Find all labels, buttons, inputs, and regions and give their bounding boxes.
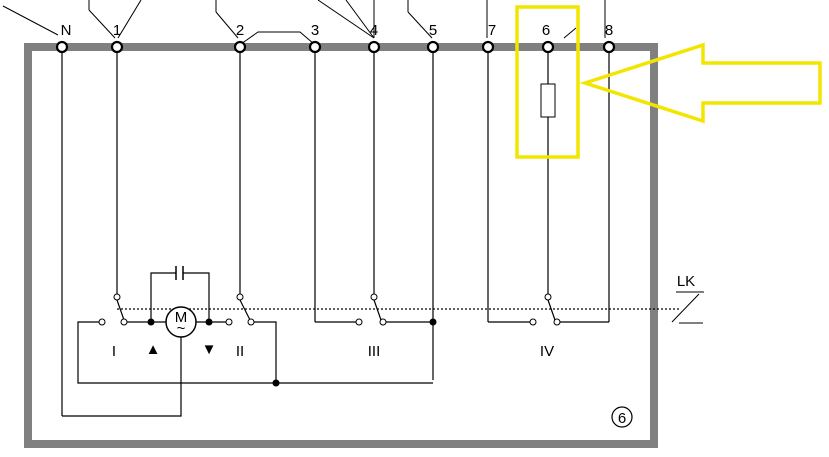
cable-leads bbox=[2, 0, 606, 39]
vertical-wires bbox=[61, 47, 610, 416]
terminal-label-N: N bbox=[61, 22, 72, 39]
lk-switch-symbol bbox=[671, 291, 704, 324]
motor-switch-group bbox=[62, 266, 437, 417]
terminal-label-5: 5 bbox=[429, 22, 437, 39]
fuse-symbol bbox=[540, 83, 556, 118]
switch-label-III: III bbox=[368, 343, 381, 360]
direction-up-arrow: ▲ bbox=[146, 341, 161, 358]
direction-down-arrow: ▼ bbox=[202, 341, 217, 358]
motor-symbol bbox=[165, 306, 197, 338]
highlight-box bbox=[515, 5, 580, 159]
switch-group-IV bbox=[488, 293, 609, 326]
terminal-label-6: 6 bbox=[542, 22, 550, 39]
terminal-label-8: 8 bbox=[605, 22, 613, 39]
switch-label-II: II bbox=[236, 343, 244, 360]
highlight-arrow bbox=[579, 42, 822, 124]
terminal-label-7: 7 bbox=[488, 22, 496, 39]
terminal-circles bbox=[55, 40, 616, 54]
terminal-label-2: 2 bbox=[236, 22, 244, 39]
motor-label: M bbox=[175, 309, 188, 326]
terminal-label-4: 4 bbox=[370, 22, 378, 39]
lk-label: LK bbox=[677, 273, 695, 290]
switch-label-IV: IV bbox=[540, 343, 554, 360]
terminal-label-1: 1 bbox=[113, 22, 121, 39]
diagram-number: 6 bbox=[618, 410, 626, 427]
switch-label-I: I bbox=[112, 343, 116, 360]
terminal-label-3: 3 bbox=[311, 22, 319, 39]
motor-ac-symbol: ~ bbox=[177, 320, 186, 337]
enclosure-frame bbox=[24, 43, 658, 448]
diagram-number-circle bbox=[611, 406, 633, 428]
switch-group-III bbox=[315, 293, 433, 326]
jumper-2-3 bbox=[240, 31, 315, 45]
